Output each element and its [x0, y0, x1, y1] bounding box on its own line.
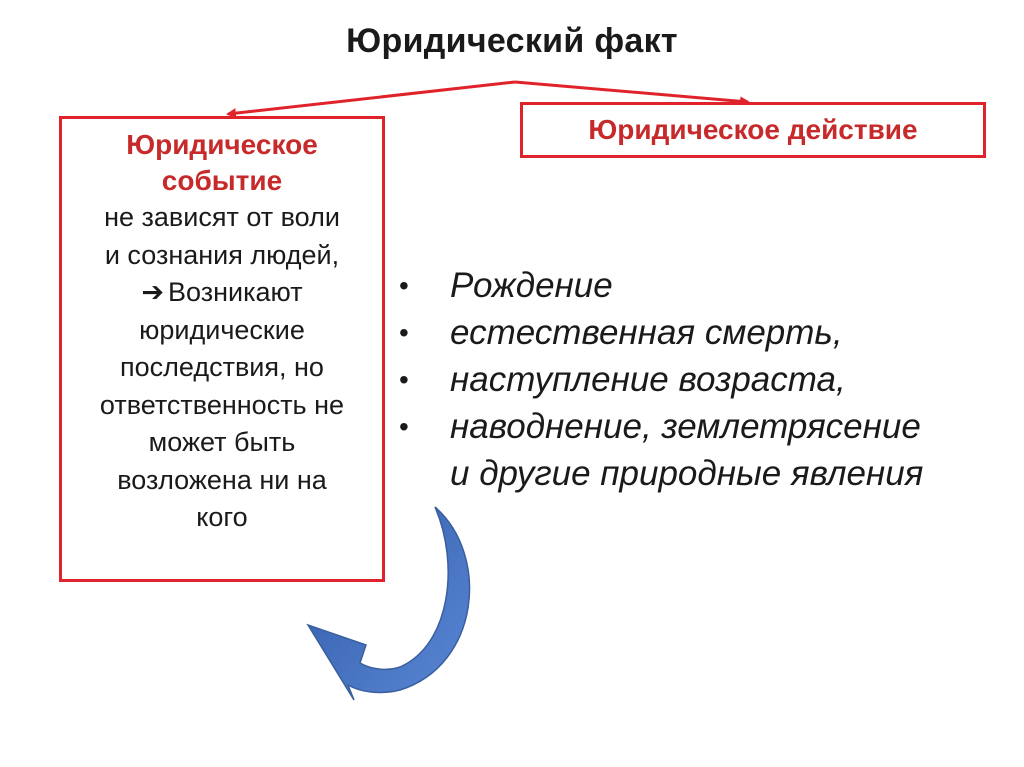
event-line-with-arrow: ➔Возникают: [66, 274, 378, 312]
event-line: может быть: [148, 427, 296, 457]
list-item: • Рождение: [395, 262, 1015, 309]
bullet-icon: •: [399, 364, 409, 395]
list-item: •и другие природные явления: [395, 450, 1015, 497]
bullet-icon: •: [399, 317, 409, 348]
page-title: Юридический факт: [346, 22, 678, 60]
example-text: и другие природные явления: [450, 454, 924, 493]
example-text: естественная смерть,: [450, 313, 843, 352]
legal-action-heading: Юридическое действие: [588, 114, 918, 145]
connector-to-event: [226, 80, 516, 119]
event-line: кого: [196, 502, 248, 532]
bullet-icon: •: [399, 270, 409, 301]
bullet-icon: •: [399, 411, 409, 442]
event-line: юридические: [139, 314, 305, 345]
legal-event-box: Юридическое событие не зависят от воли и…: [59, 116, 385, 582]
example-text: наступление возраста,: [450, 360, 846, 399]
legal-event-heading: Юридическое событие: [126, 129, 318, 196]
list-item: • наступление возраста,: [395, 356, 1015, 403]
event-line: не зависят от воли: [104, 202, 340, 232]
example-text: Рождение: [450, 266, 613, 305]
connector-to-action: [514, 80, 750, 107]
event-line: и сознания людей,: [104, 239, 340, 270]
event-line: Возникают: [168, 277, 303, 307]
legal-action-box: Юридическое действие: [520, 102, 986, 158]
event-line: возложена ни на: [117, 464, 327, 495]
list-item: • естественная смерть,: [395, 309, 1015, 356]
example-text: наводнение, землетрясение: [450, 407, 921, 446]
list-item: • наводнение, землетрясение: [395, 403, 1015, 450]
examples-list: • Рождение • естественная смерть, • наступл…: [395, 262, 1015, 497]
event-line: последствия, но: [120, 352, 324, 382]
event-line: ответственность не: [99, 389, 345, 420]
curved-arrow-icon: [306, 506, 471, 701]
legal-event-description: не зависят от воли и сознания людей, ➔Во…: [62, 199, 382, 537]
right-arrow-icon: ➔: [141, 277, 165, 307]
